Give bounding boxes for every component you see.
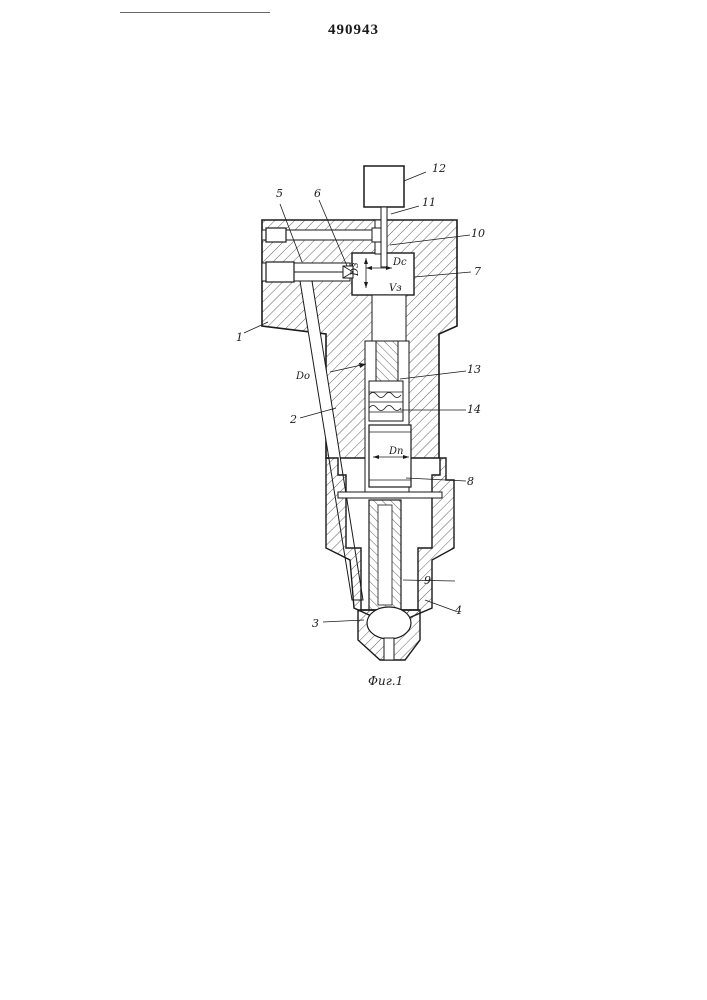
part-label-6: 6	[314, 187, 321, 200]
part-label-9: 9	[424, 574, 431, 587]
part-label-7: 7	[474, 265, 481, 278]
part-label-12: 12	[432, 162, 446, 175]
nozzle-3	[358, 607, 420, 660]
part-label-4: 4	[454, 604, 462, 617]
dimension-label-dz: Dз	[350, 263, 361, 277]
part-label-2: 2	[289, 413, 297, 426]
dimension-label-dc: Dс	[392, 257, 407, 268]
part-label-10: 10	[471, 227, 485, 240]
part-label-13: 13	[467, 363, 481, 376]
needle-9	[369, 500, 401, 610]
dimension-label-dp: Dп	[388, 446, 403, 457]
figure-caption: Фиг.1	[368, 674, 403, 688]
part-label-14: 14	[467, 403, 481, 416]
part-label-11: 11	[422, 196, 436, 209]
dimension-label-do: Dо	[295, 371, 310, 382]
part-label-3: 3	[312, 617, 319, 630]
dimension-label-vz: Vз	[389, 283, 402, 294]
part-label-5: 5	[276, 187, 283, 200]
part-label-1: 1	[236, 331, 243, 344]
part-label-8: 8	[467, 475, 474, 488]
